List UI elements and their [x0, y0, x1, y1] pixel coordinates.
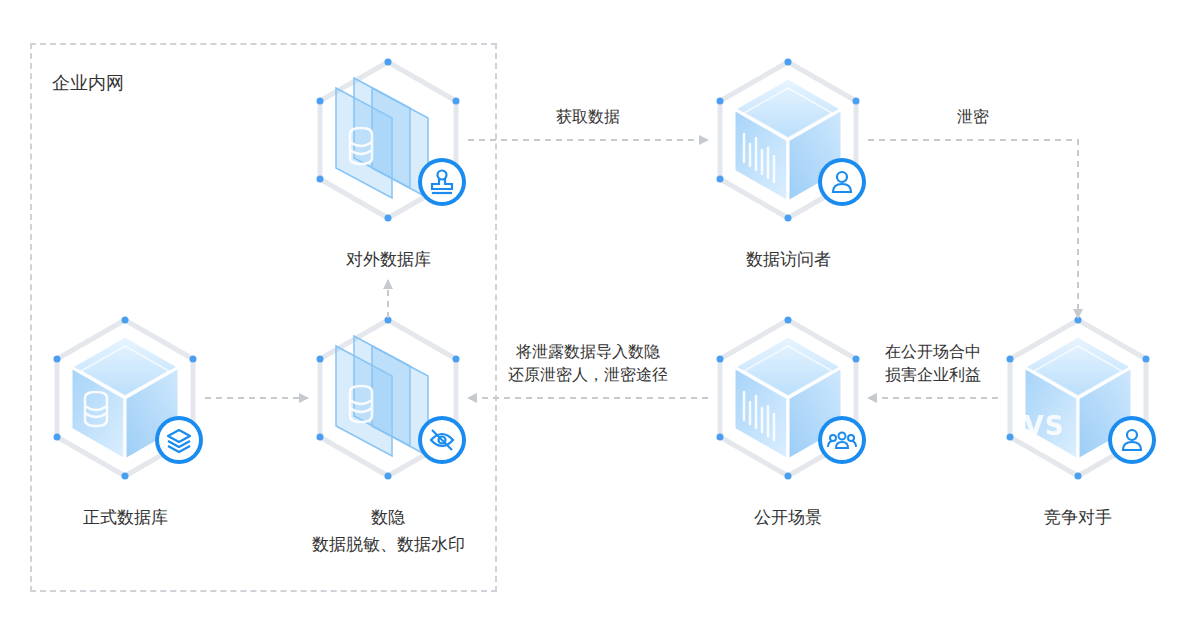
cube-node: 数据访问者: [708, 60, 868, 280]
cube-node: 竞争对手: [998, 318, 1158, 538]
dashed-connector: [387, 280, 389, 318]
node-text-block: 企业内网: [52, 71, 124, 95]
dashed-connector: [468, 139, 708, 141]
node-label: 数隐: [268, 504, 508, 531]
cube-emblem-text: VS: [1024, 411, 1065, 441]
dashed-connector: [868, 397, 998, 399]
dashed-connector: [205, 397, 308, 399]
node-label: 对外数据库: [268, 246, 508, 273]
node-text-block: 数据访问者: [668, 246, 908, 273]
edge-label: 将泄露数据导入数隐 还原泄密人，泄密途径: [503, 340, 673, 386]
node-label: 公开场景: [668, 504, 908, 531]
cube-node: 对外数据库: [308, 60, 468, 280]
node-text-block: 数隐数据脱敏、数据水印: [268, 504, 508, 558]
cube-node: 公开场景: [708, 318, 868, 538]
node-text-block: 竞争对手: [958, 504, 1198, 531]
node-subtitle: 数据脱敏、数据水印: [268, 531, 508, 558]
node-text-block: 对外数据库: [268, 246, 508, 273]
network-boundary: 企业内网 对外数据库正式数据库数隐数据脱敏、数据水印: [30, 43, 497, 592]
node-label: 企业内网: [52, 71, 124, 95]
edge-label: 泄密: [957, 105, 989, 128]
cube-node: 正式数据库: [45, 318, 205, 538]
dashed-connector: [468, 397, 708, 399]
node-label: 数据访问者: [668, 246, 908, 273]
node-text-block: 正式数据库: [5, 504, 245, 531]
edge-label: 获取数据: [556, 105, 620, 128]
node-text-block: 公开场景: [668, 504, 908, 531]
cube-node: 数隐数据脱敏、数据水印: [308, 318, 468, 538]
node-label: 正式数据库: [5, 504, 245, 531]
dashed-connector: [868, 140, 1078, 318]
node-label: 竞争对手: [958, 504, 1198, 531]
edge-label: 在公开场合中 损害企业利益: [848, 340, 1018, 386]
